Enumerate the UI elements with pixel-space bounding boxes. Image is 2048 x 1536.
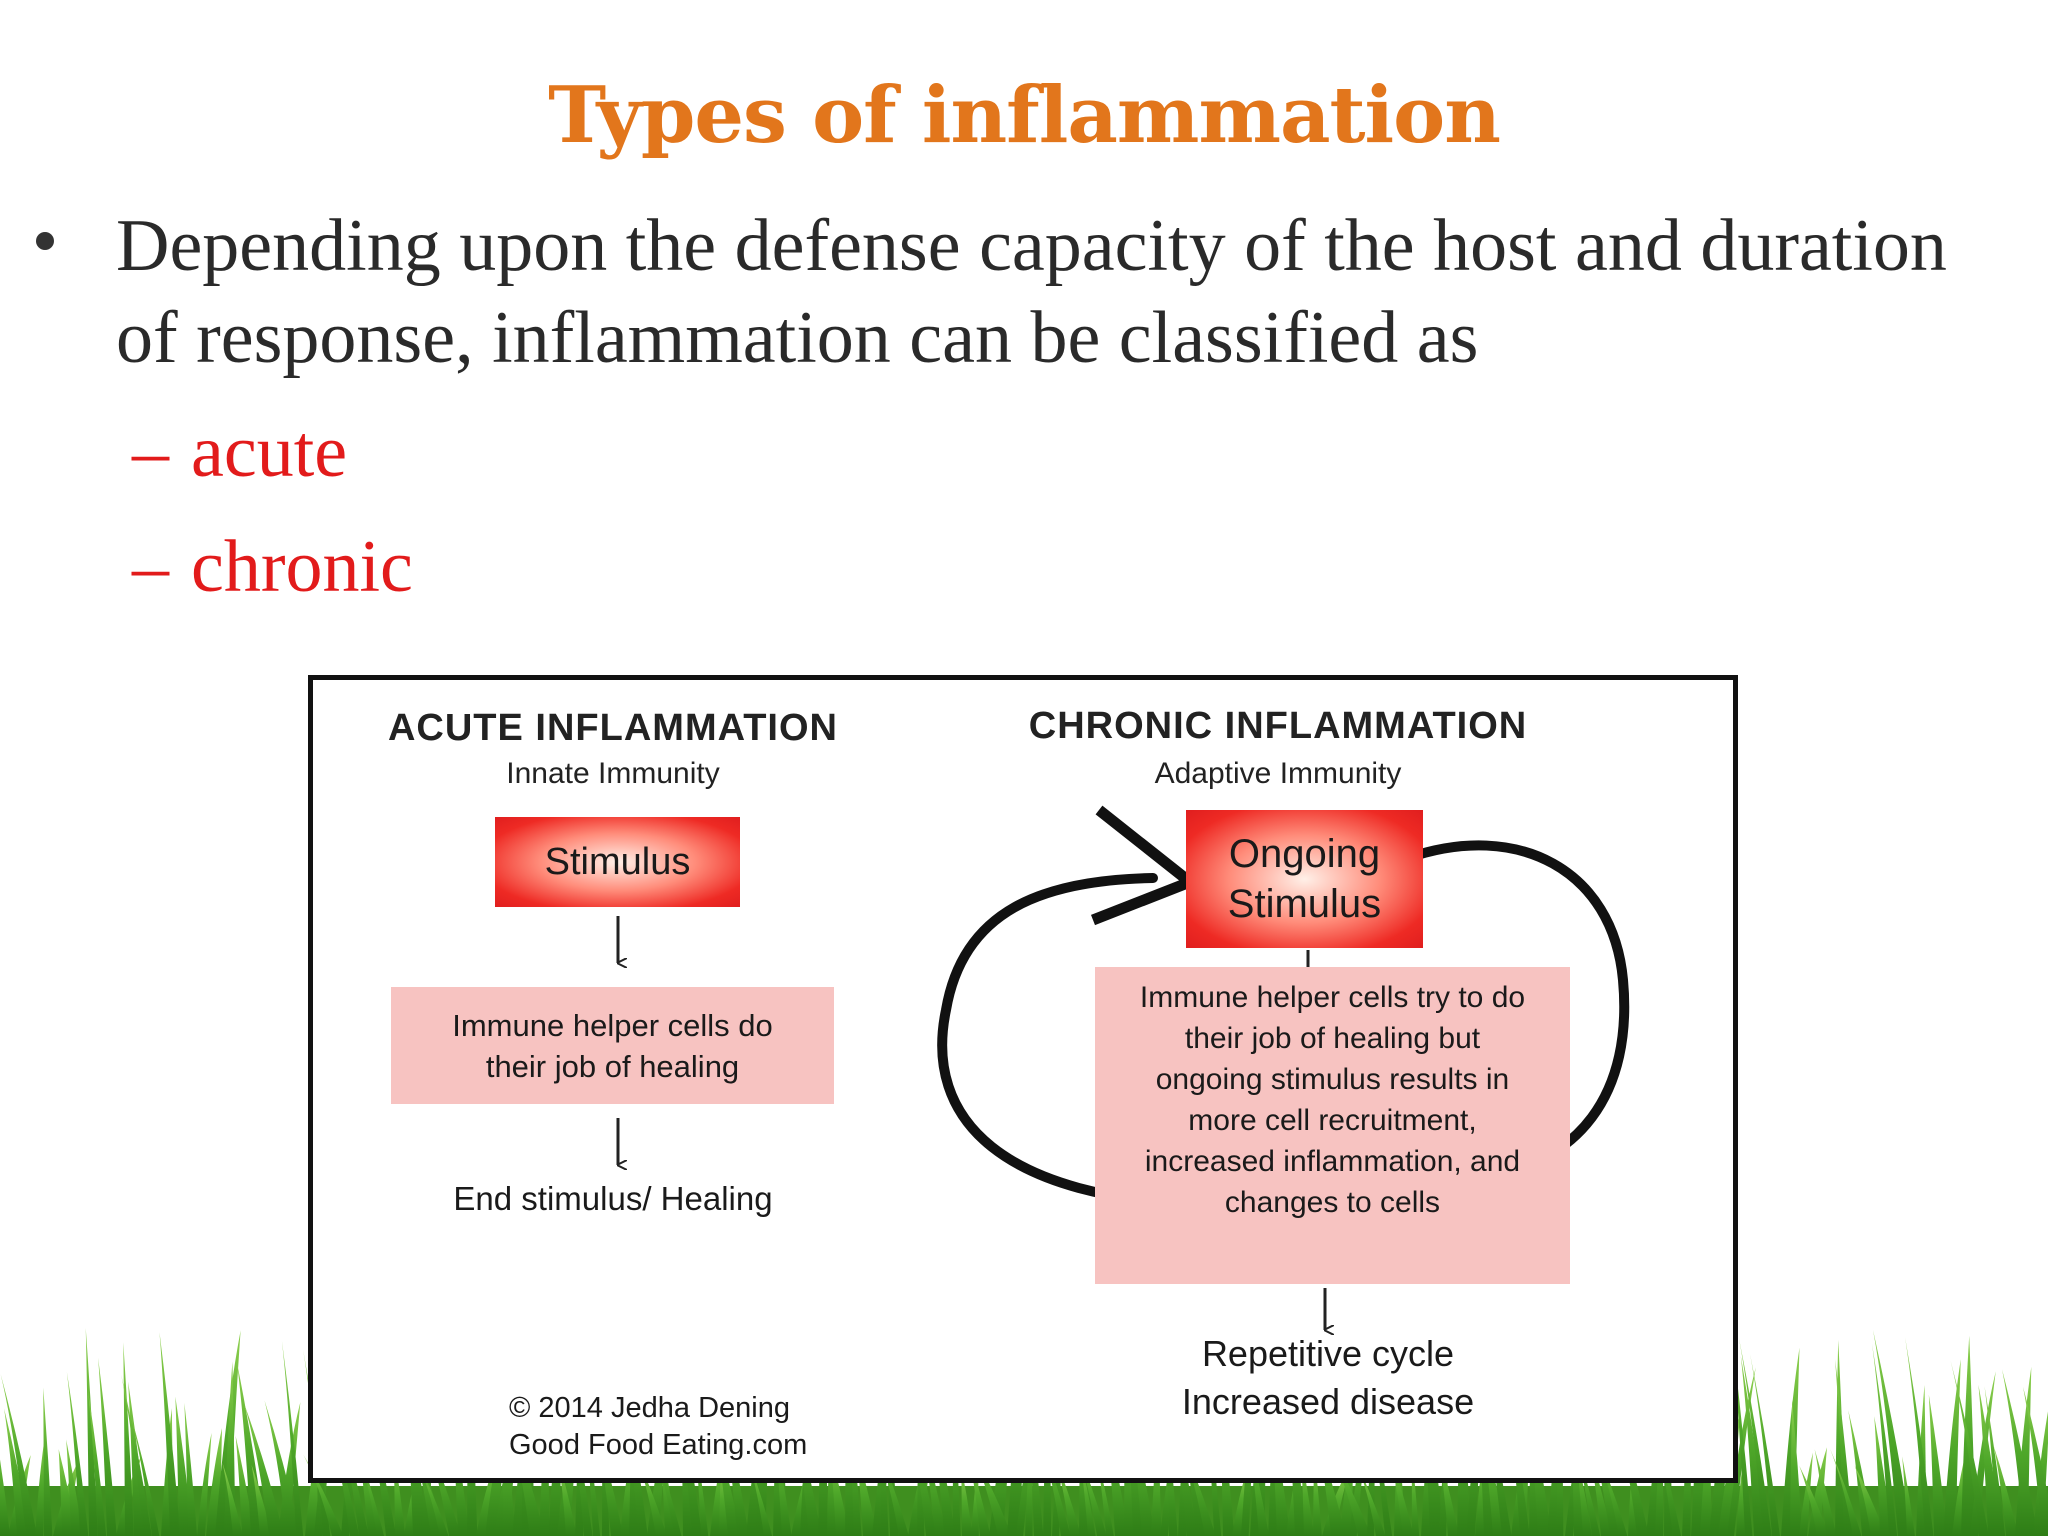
grass-blade	[1790, 1400, 1803, 1536]
grass-blade	[1984, 1386, 2006, 1536]
grass-blade	[43, 1387, 53, 1536]
grass-blade	[1738, 1337, 1772, 1536]
grass-blade	[127, 1402, 160, 1536]
grass-blade	[1872, 1343, 1898, 1536]
grass-blade	[121, 1374, 152, 1536]
sub-item-acute: –acute	[132, 410, 347, 495]
grass-blade	[244, 1404, 284, 1536]
grass-blade	[1950, 1360, 1989, 1536]
grass-blade	[87, 1389, 107, 1536]
chronic-stimulus-box: Ongoing Stimulus	[1186, 810, 1423, 948]
sub-item-chronic: –chronic	[132, 525, 413, 610]
grass-blade	[159, 1332, 181, 1536]
grass-blade	[215, 1330, 241, 1536]
grass-blade	[222, 1462, 243, 1536]
sub-item-label: chronic	[191, 526, 413, 608]
grass-blade	[66, 1439, 83, 1536]
credit-line-1: © 2014 Jedha Dening	[509, 1392, 790, 1424]
grass-blade	[281, 1340, 304, 1536]
inflammation-diagram: ACUTE INFLAMMATION Innate Immunity Stimu…	[308, 675, 1738, 1483]
grass-blade	[1943, 1359, 1961, 1536]
grass-blade	[1814, 1449, 1837, 1536]
grass-blade	[264, 1400, 301, 1536]
grass-blade	[0, 1459, 11, 1536]
cycle-arc-left	[937, 873, 1216, 1210]
chronic-process-text: Immune helper cells try to do their job …	[1139, 981, 1526, 1219]
acute-stimulus-box: Stimulus	[495, 817, 740, 907]
chronic-outcome: Repetitive cycle Increased disease	[1123, 1330, 1533, 1426]
grass-blade	[184, 1402, 198, 1536]
chronic-process-box: Immune helper cells try to do their job …	[1095, 967, 1570, 1284]
grass-blade	[123, 1342, 134, 1536]
grass-blade	[1872, 1329, 1912, 1536]
acute-subheading: Innate Immunity	[506, 757, 720, 790]
grass-blade	[1854, 1465, 1886, 1536]
grass-blade	[1928, 1394, 1948, 1536]
copyright-credit: © 2014 Jedha Dening Good Food Eating.com	[493, 1390, 839, 1464]
slide-title: Types of inflammation	[548, 70, 1501, 161]
sub-item-label: acute	[191, 411, 348, 493]
grass-blade	[1750, 1354, 1780, 1536]
chronic-outcome-line2: Increased disease	[1181, 1381, 1475, 1422]
chronic-stimulus-line1: Ongoing	[1228, 832, 1381, 876]
grass-blade	[98, 1357, 117, 1536]
chronic-outcome-line1: Repetitive cycle	[1201, 1333, 1455, 1374]
acute-process-text: Immune helper cells do their job of heal…	[452, 1007, 773, 1084]
grass-blade	[414, 1454, 449, 1536]
acute-stimulus-label: Stimulus	[544, 840, 691, 883]
bullet-text: Depending upon the defense capacity of t…	[116, 205, 1947, 379]
credit-line-2: Good Food Eating.com	[509, 1429, 808, 1461]
grass-blade	[1830, 1448, 1862, 1536]
grass-blade	[1902, 1456, 1915, 1536]
dash-icon: –	[132, 411, 169, 493]
grass-blade	[1593, 1441, 1628, 1536]
acute-process-box: Immune helper cells do their job of heal…	[391, 987, 834, 1104]
grass-blade	[2022, 1386, 2048, 1536]
grass-blade	[0, 1373, 37, 1536]
grass-blade	[1808, 1447, 1827, 1536]
chronic-subheading: Adaptive Immunity	[1154, 757, 1402, 790]
acute-heading: ACUTE INFLAMMATION	[387, 707, 838, 749]
grass-blade	[1799, 1452, 1813, 1536]
chronic-stimulus-line2: Stimulus	[1227, 882, 1382, 926]
acute-outcome: End stimulus/ Healing	[453, 1180, 773, 1217]
chronic-heading: CHRONIC INFLAMMATION	[1028, 705, 1528, 747]
grass-blade	[35, 1433, 46, 1536]
grass-blade	[197, 1432, 212, 1536]
grass-blade	[961, 1465, 973, 1536]
grass-blade	[1905, 1337, 1934, 1536]
grass-blade	[2002, 1369, 2038, 1536]
bullet-dot-icon	[36, 232, 54, 250]
grass-blade	[1799, 1465, 1829, 1536]
grass-blade	[224, 1361, 236, 1536]
grass-blade	[251, 1465, 272, 1536]
dash-icon: –	[132, 526, 169, 608]
grass-blade	[66, 1371, 89, 1536]
grass-blade	[1993, 1446, 2019, 1536]
grass-blade	[1952, 1452, 1966, 1536]
grass-blade	[1835, 1359, 1854, 1536]
cycle-arrowhead-left	[1090, 805, 1201, 926]
